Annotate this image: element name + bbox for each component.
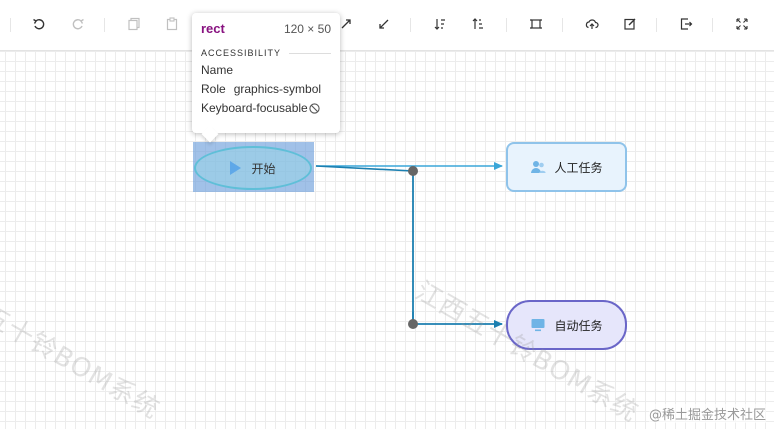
undo-button[interactable]	[29, 15, 49, 35]
fit-view-icon	[529, 16, 543, 35]
tooltip-size: 120 × 50	[283, 22, 331, 36]
export-button[interactable]	[676, 15, 696, 35]
copy-button[interactable]	[124, 15, 144, 35]
collapse-arrows-icon	[377, 16, 391, 35]
tooltip-row-name: Name	[201, 63, 331, 77]
tooltip-tag: rect	[201, 21, 225, 36]
toolbar-separator	[10, 18, 11, 32]
toolbar-separator	[562, 18, 563, 32]
tooltip-role-label: Role	[201, 82, 226, 96]
section-divider	[289, 52, 331, 54]
auto-task-node[interactable]: 自动任务	[506, 300, 627, 350]
users-icon	[530, 159, 546, 175]
not-allowed-icon	[309, 102, 320, 114]
auto-task-label: 自动任务	[554, 318, 603, 333]
play-icon	[230, 161, 242, 175]
edit-button[interactable]	[620, 15, 640, 35]
tooltip-name-label: Name	[201, 63, 234, 77]
start-node[interactable]: 开始	[194, 146, 312, 190]
tooltip-role-value: graphics-symbol	[233, 82, 322, 96]
redo-button[interactable]	[68, 15, 88, 35]
flow-canvas[interactable]: 开始 人工任务 自动任务 五十铃BOM系统 江西五十铃BOM系统	[0, 50, 774, 429]
toolbar-separator	[104, 18, 105, 32]
paste-icon	[165, 16, 179, 35]
fullscreen-button[interactable]	[732, 15, 752, 35]
export-icon	[679, 16, 693, 35]
undo-icon	[32, 16, 46, 35]
sort-asc-button[interactable]	[468, 15, 488, 35]
monitor-icon	[530, 317, 546, 333]
start-node-label: 开始	[251, 161, 276, 176]
sort-desc-button[interactable]	[430, 15, 450, 35]
toolbar-separator	[712, 18, 713, 32]
fit-view-button[interactable]	[526, 15, 546, 35]
inspect-tooltip: rect 120 × 50 ACCESSIBILITY Name Role gr…	[192, 13, 340, 133]
copy-icon	[127, 16, 141, 35]
tooltip-section-header: ACCESSIBILITY	[201, 48, 331, 58]
expand-arrows-icon	[339, 16, 353, 35]
toolbar-separator	[410, 18, 411, 32]
tooltip-row-focus: Keyboard-focusable	[201, 101, 331, 115]
paste-button[interactable]	[162, 15, 182, 35]
zoom-in-button[interactable]	[336, 15, 356, 35]
fullscreen-icon	[735, 16, 749, 35]
sort-asc-icon	[471, 16, 485, 35]
toolbar-separator	[506, 18, 507, 32]
manual-task-node[interactable]: 人工任务	[506, 142, 627, 192]
redo-icon	[71, 16, 85, 35]
tooltip-row-role: Role graphics-symbol	[201, 82, 331, 96]
toolbar-separator	[656, 18, 657, 32]
junction-point[interactable]	[408, 166, 418, 176]
edit-icon	[623, 16, 637, 35]
corner-watermark: @稀土掘金技术社区	[648, 404, 766, 423]
sort-desc-icon	[433, 16, 447, 35]
tooltip-focus-label: Keyboard-focusable	[201, 101, 308, 115]
junction-point[interactable]	[408, 319, 418, 329]
edges-layer	[315, 162, 503, 329]
tooltip-section-title: ACCESSIBILITY	[201, 48, 282, 58]
cloud-upload-icon	[585, 16, 599, 35]
toolbar	[0, 0, 774, 51]
upload-button[interactable]	[582, 15, 602, 35]
zoom-out-button[interactable]	[374, 15, 394, 35]
edge-start-to-junction[interactable]	[315, 165, 414, 172]
manual-task-label: 人工任务	[554, 160, 603, 175]
